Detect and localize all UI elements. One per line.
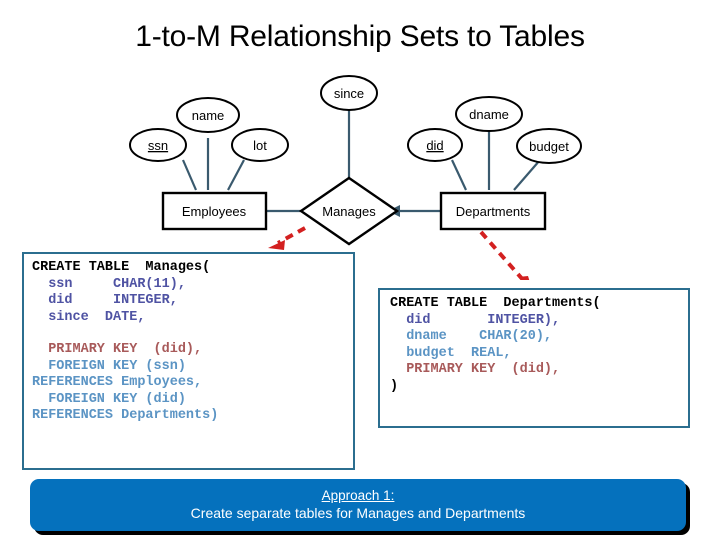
arrowhead-manages-annotation xyxy=(268,240,285,250)
attribute-did: did xyxy=(407,128,463,162)
attribute-did-label: did xyxy=(426,138,443,153)
attribute-name-label: name xyxy=(192,108,225,123)
entity-employees: Employees xyxy=(161,191,268,231)
code-departments-title: CREATE TABLE Departments( xyxy=(390,296,601,311)
connector-did-departments xyxy=(451,159,467,191)
attribute-dname: dname xyxy=(455,96,523,132)
code-block-manages: CREATE TABLE Manages( ssn CHAR(11), did … xyxy=(22,252,355,470)
attribute-lot-label: lot xyxy=(253,138,267,153)
attribute-lot: lot xyxy=(231,128,289,162)
attribute-ssn: ssn xyxy=(129,128,187,162)
attribute-name: name xyxy=(176,97,240,133)
entity-departments: Departments xyxy=(439,191,547,231)
relationship-manages-label: Manages xyxy=(322,204,376,219)
code-manages-primary-key: PRIMARY KEY (did), xyxy=(32,342,203,357)
annotation-arrows xyxy=(277,226,526,280)
banner-subtext: Create separate tables for Manages and D… xyxy=(190,505,526,521)
code-departments-close-paren: ) xyxy=(390,378,399,394)
arrowhead-departments-annotation xyxy=(518,276,530,280)
entity-employees-label: Employees xyxy=(182,204,247,219)
connector-budget-departments xyxy=(513,159,541,191)
connector-lot-employees xyxy=(227,159,245,191)
code-manages-line-since: since DATE, xyxy=(32,309,146,325)
arrow-manages-to-code xyxy=(277,226,306,245)
banner-heading: Approach 1: xyxy=(321,488,395,503)
code-block-departments: CREATE TABLE Departments( did INTEGER), … xyxy=(378,288,690,428)
code-departments-line-dname: dname CHAR(20), xyxy=(390,329,553,344)
code-manages-spacer xyxy=(32,326,353,342)
code-departments-line-did: did INTEGER), xyxy=(390,312,561,328)
attribute-budget: budget xyxy=(516,128,582,164)
page-title: 1-to-M Relationship Sets to Tables xyxy=(135,20,585,53)
connector-ssn-employees xyxy=(181,159,198,191)
arrow-departments-to-code xyxy=(479,230,526,280)
approach-banner: Approach 1: Create separate tables for M… xyxy=(30,479,686,531)
connector-lines xyxy=(181,110,541,213)
code-manages-fk-ssn: FOREIGN KEY (ssn) xyxy=(32,358,186,374)
entity-departments-label: Departments xyxy=(456,204,531,219)
code-manages-line-ssn: ssn CHAR(11), xyxy=(32,276,186,292)
attribute-since-label: since xyxy=(334,86,364,101)
code-departments-line-budget: budget REAL, xyxy=(390,345,512,361)
code-manages-title: CREATE TABLE Manages( xyxy=(32,260,211,275)
er-diagram: ssn name lot since did dname budget xyxy=(129,75,582,280)
attribute-dname-label: dname xyxy=(469,107,509,122)
relationship-manages: Manages xyxy=(298,176,400,246)
code-manages-ref-departments: REFERENCES Departments) xyxy=(32,408,219,423)
attribute-ssn-label: ssn xyxy=(148,138,168,153)
code-manages-fk-did: FOREIGN KEY (did) xyxy=(32,391,186,407)
code-manages-ref-employees: REFERENCES Employees, xyxy=(32,375,203,390)
attribute-budget-label: budget xyxy=(529,139,569,154)
code-departments-primary-key: PRIMARY KEY (did), xyxy=(390,362,561,377)
attribute-since: since xyxy=(320,75,378,111)
code-manages-line-did: did INTEGER, xyxy=(32,293,178,308)
